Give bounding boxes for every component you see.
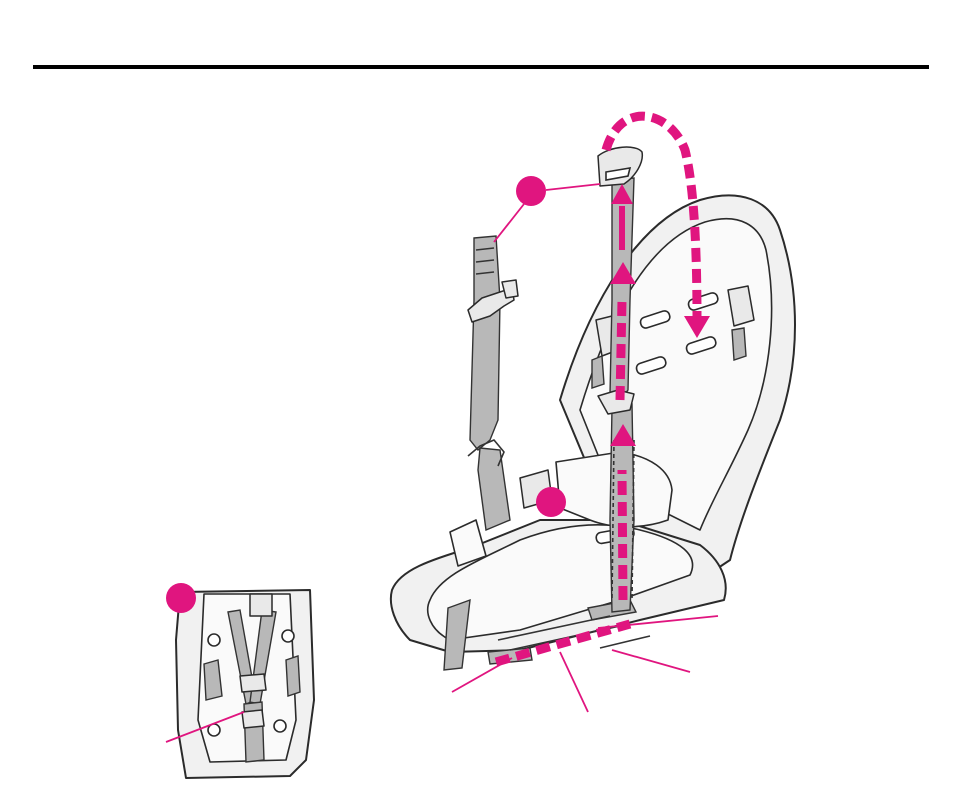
callout-top-strap xyxy=(516,176,546,206)
callout-inset-back xyxy=(166,583,196,613)
leader-line-bottom xyxy=(560,652,588,712)
car-seat-icon xyxy=(391,195,795,670)
leader-line-right-lower xyxy=(612,650,690,672)
back-view-inset-icon xyxy=(176,590,314,778)
callout-seat-buckle xyxy=(536,487,566,517)
harness-strap-icon xyxy=(468,236,518,530)
